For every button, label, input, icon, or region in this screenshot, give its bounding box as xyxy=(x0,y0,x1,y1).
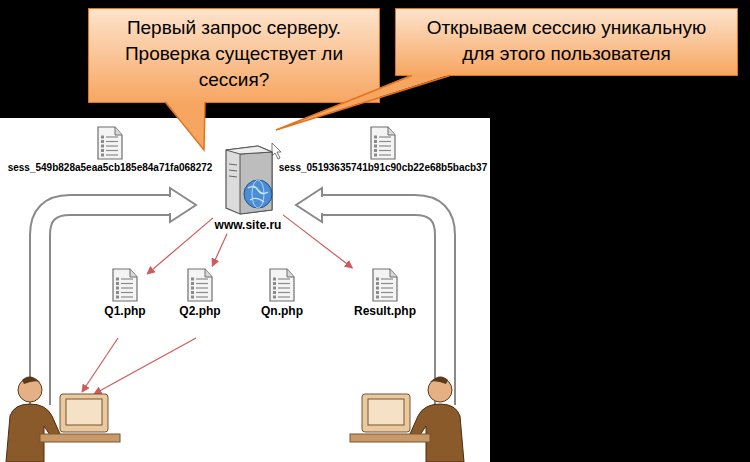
flow-arrow-left xyxy=(40,188,196,406)
response-line xyxy=(94,338,196,394)
user-figure xyxy=(6,376,120,462)
callout-tail-outline xyxy=(276,75,450,130)
file-icon: Q1.php xyxy=(104,268,145,318)
callout-text: Открываем сессию уникальную для этого по… xyxy=(408,15,725,67)
page-picture xyxy=(112,268,138,302)
callout-text: Первый запрос серверу. Проверка существу… xyxy=(101,15,367,94)
page-picture xyxy=(187,268,213,302)
file-name: Qn.php xyxy=(261,304,303,318)
page-picture xyxy=(372,268,398,302)
page-picture xyxy=(97,126,123,160)
request-arrow xyxy=(212,234,227,266)
user-figure xyxy=(350,376,464,462)
file-icon: Result.php xyxy=(354,268,416,318)
file-name: sess_05193635741b91c90cb22e68b5bacb37 xyxy=(279,162,488,173)
callout-box: Первый запрос серверу. Проверка существу… xyxy=(88,8,380,103)
callout-tail-outline xyxy=(165,102,205,150)
file-name: Q2.php xyxy=(179,304,220,318)
file-icon: sess_05193635741b91c90cb22e68b5bacb37 xyxy=(279,126,488,173)
file-name: Result.php xyxy=(354,304,416,318)
server-icon: www.site.ru xyxy=(215,144,282,232)
file-name: sess_549b828a5eaa5cb185e84a71fa068272 xyxy=(8,162,213,173)
page-picture xyxy=(370,126,396,160)
picture-ground xyxy=(0,118,490,462)
server-picture xyxy=(218,144,278,216)
callout-box: Открываем сессию уникальную для этого по… xyxy=(395,8,738,76)
file-icon: sess_549b828a5eaa5cb185e84a71fa068272 xyxy=(8,126,213,173)
callout-tail xyxy=(165,101,205,150)
callout-tail xyxy=(276,74,450,130)
flow-arrow-right xyxy=(296,188,445,406)
file-icon: Q2.php xyxy=(179,268,220,318)
request-arrow xyxy=(147,218,213,274)
page-picture xyxy=(269,268,295,302)
file-name: Q1.php xyxy=(104,304,145,318)
mouse-cursor xyxy=(272,143,281,159)
request-arrow xyxy=(283,215,352,268)
file-icon: Qn.php xyxy=(261,268,303,318)
file-name: www.site.ru xyxy=(215,218,282,232)
